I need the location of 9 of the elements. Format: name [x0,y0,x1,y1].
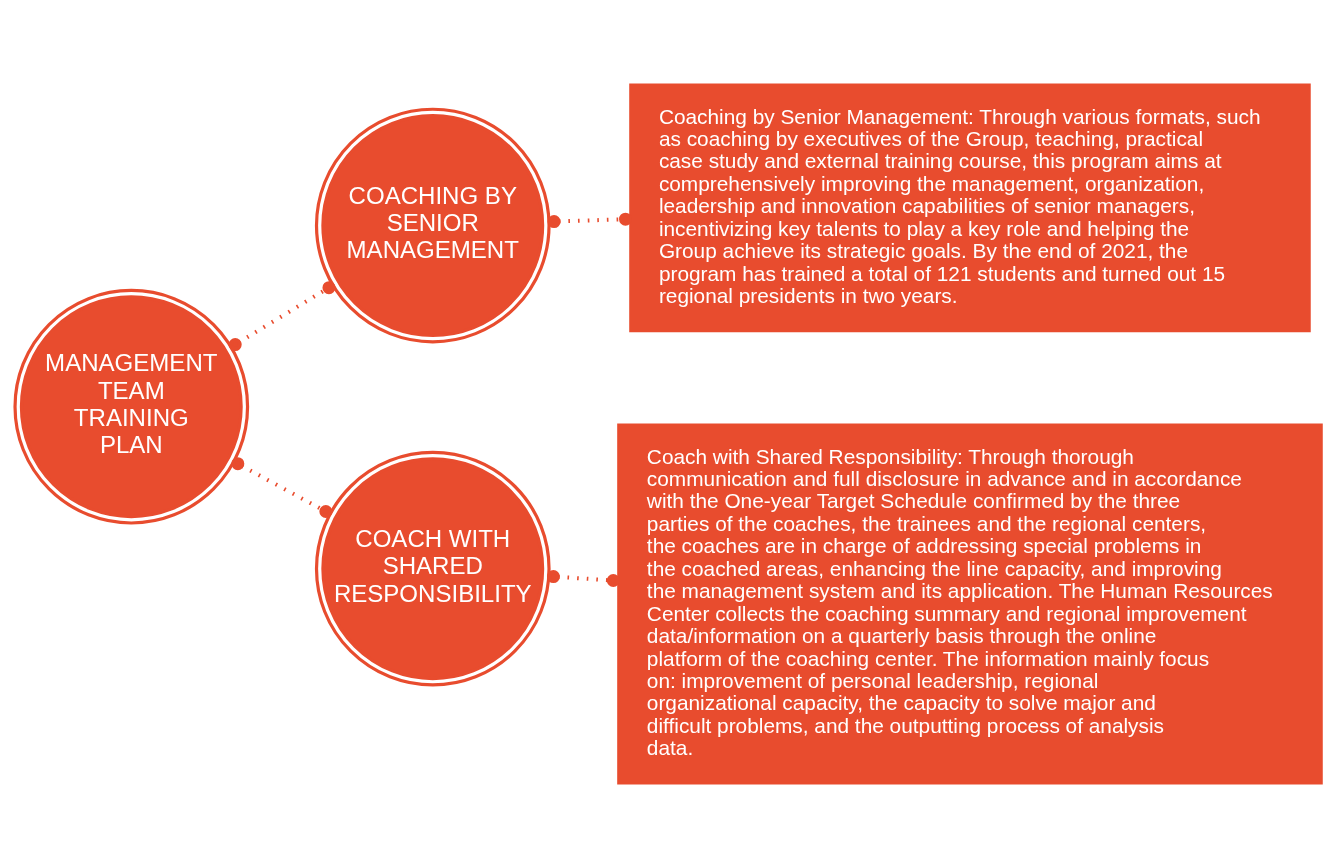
connector [546,570,620,587]
node-circle: COACH WITH SHARED RESPONSIBILITY [314,450,551,687]
node-circle: COACHING BY SENIOR MANAGEMENT [314,107,551,344]
connector [547,212,632,229]
connector [228,281,336,352]
node-box: Coach with Shared Responsibility: Through thorough communication and full disclosure in advance and in accordance with the One-year Target Schedule confirmed by the three parties of the coaches, the trainees and the regional centers, the coaches are in charge of addressing special problems in the coached areas, enhancing the line capacity, and improving the management system and its application. The Human Resources Center collects the coaching summary and regional improvement data/information on a quarterly basis through the online platform of the coaching center. The information mainly focus on: improvement of personal leadership, regional organizational capacity, the capacity to solve major and difficult problems, and the outputting process of analysis data. [617,423,1323,785]
node-circle: MANAGEMENT TEAM TRAINING PLAN [13,288,250,525]
connector [231,457,333,518]
node-box: Coaching by Senior Management: Through various formats, such as coaching by executives of the Group, teaching, practical case study and external training course, this program aims at comprehensively improving the management, organization, leadership and innovation capabilities of senior managers, incentivizing key talents to play a key role and helping the Group achieve its strategic goals. By the end of 2021, the program has trained a total of 121 students and turned out 15 regional presidents in two years. [629,83,1311,333]
